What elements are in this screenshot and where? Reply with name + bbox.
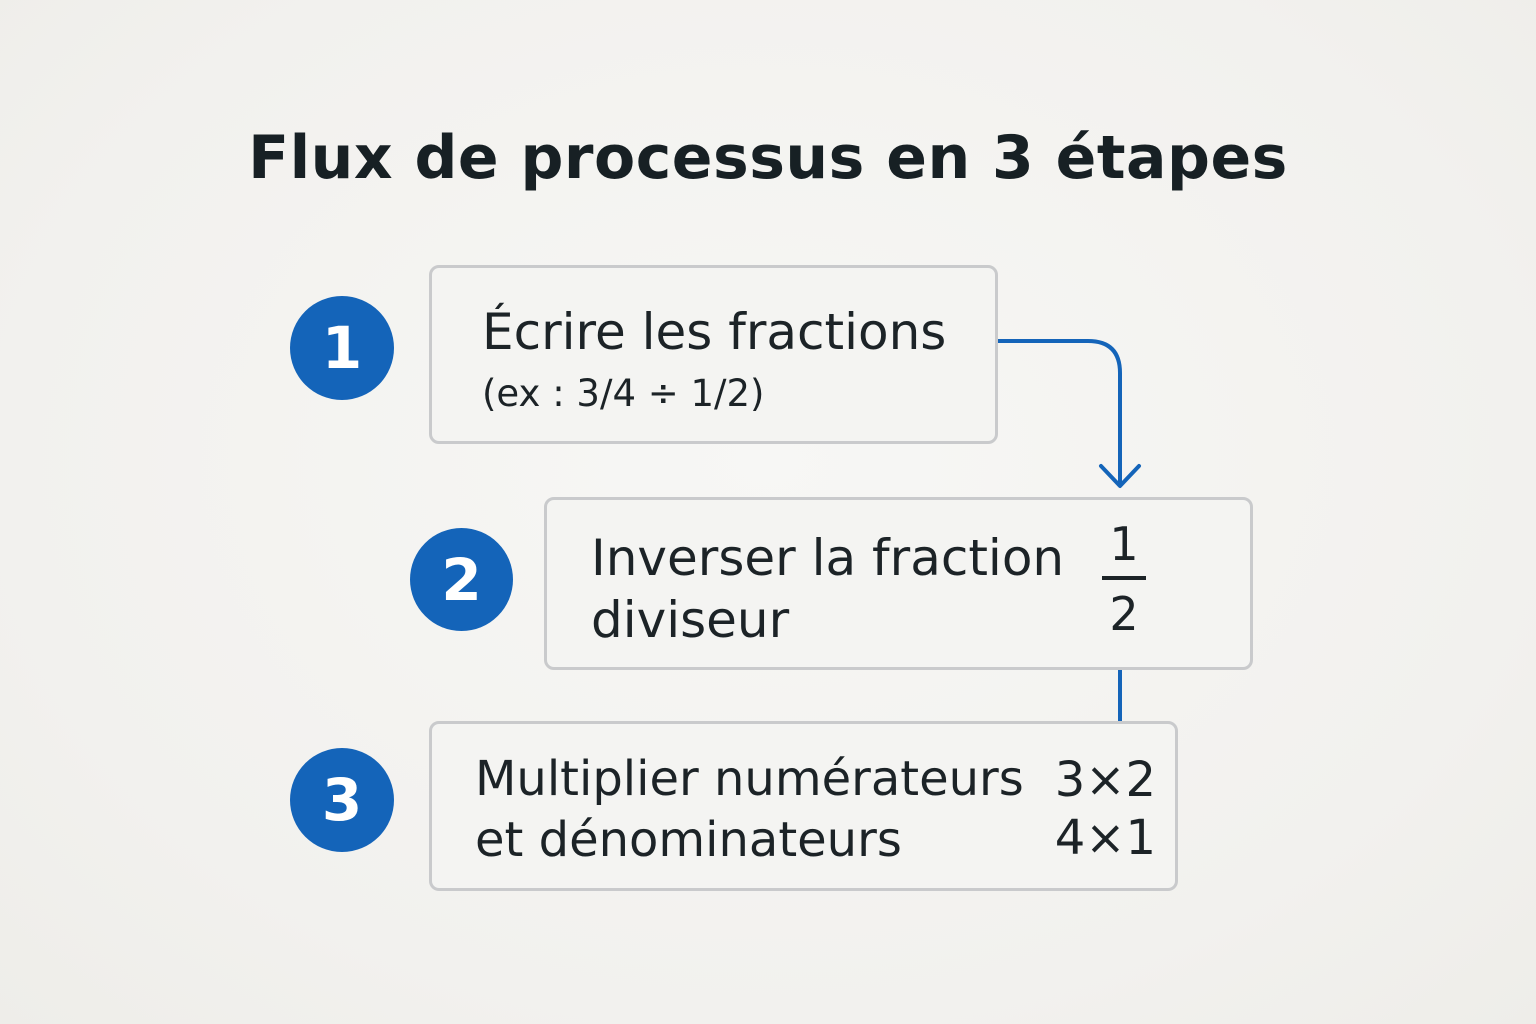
diagram-title: Flux de processus en 3 étapes xyxy=(248,123,1288,193)
step-3-box xyxy=(429,721,1178,891)
step-2-label-line1: Inverser la fraction xyxy=(591,529,1065,587)
step-2-number-badge: 2 xyxy=(410,528,513,631)
step-1-label: Écrire les fractions xyxy=(482,303,947,361)
step-1-number-badge: 1 xyxy=(290,296,394,400)
fraction-bar xyxy=(1102,576,1146,580)
step-2-label-line2: diviseur xyxy=(591,591,790,649)
step-1-box xyxy=(429,265,998,444)
step-1-example: (ex : 3/4 ÷ 1/2) xyxy=(482,372,765,415)
product-numerators: 3×2 xyxy=(1054,752,1156,808)
fraction-numerator: 1 xyxy=(1109,517,1139,571)
product-denominators: 4×1 xyxy=(1054,810,1156,866)
fraction-denominator: 2 xyxy=(1109,587,1139,641)
step-3-label-line2: et dénominateurs xyxy=(475,812,902,868)
arrow-down-icon xyxy=(1099,464,1141,488)
step-3-label-line1: Multiplier numérateurs xyxy=(475,751,1024,807)
step-3-number-badge: 3 xyxy=(290,748,394,852)
inverted-fraction: 1 2 xyxy=(1096,516,1152,642)
connector-step1-to-step2 xyxy=(998,339,1122,484)
step-2-box xyxy=(544,497,1253,670)
